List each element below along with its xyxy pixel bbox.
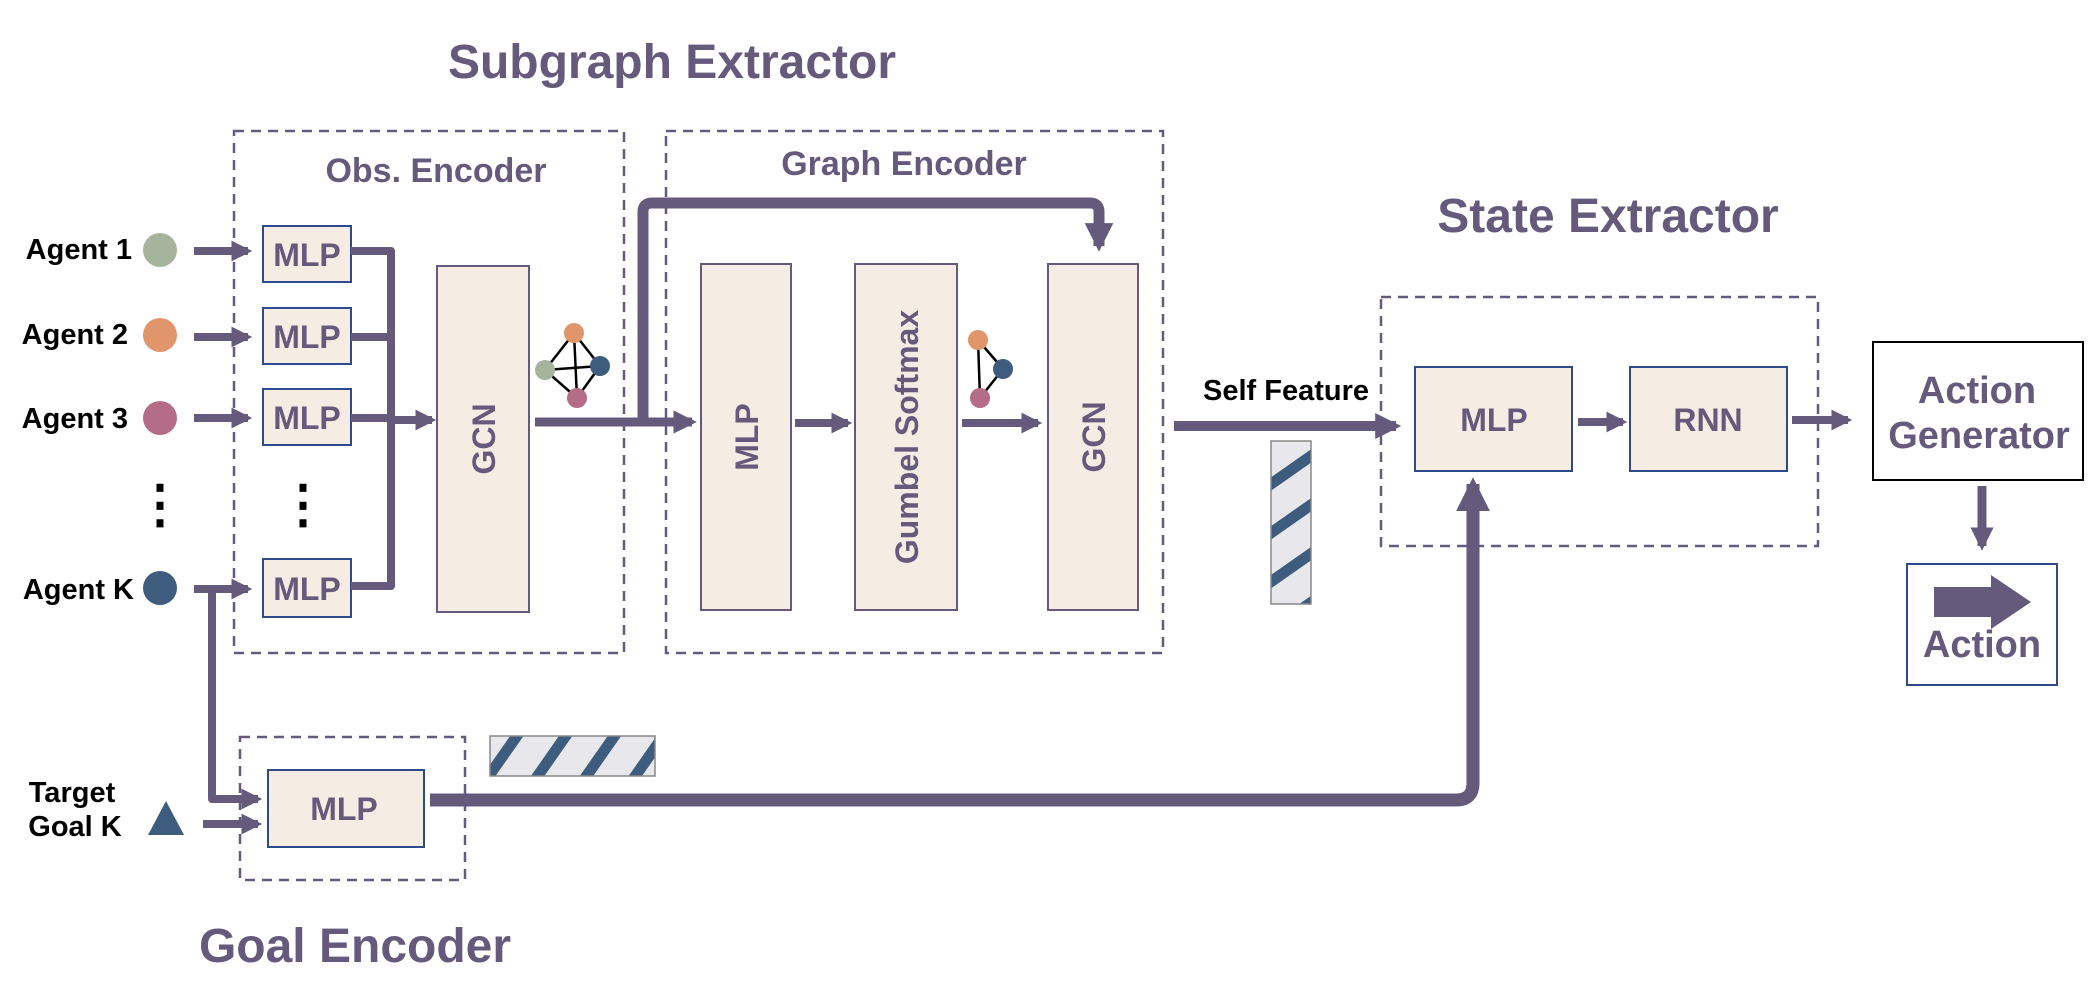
obs-mlp-1 <box>262 225 352 283</box>
agent-k-node-icon <box>143 571 177 605</box>
rnn-label: RNN <box>1673 402 1742 438</box>
rnn-block <box>1629 366 1788 472</box>
obs-encoder-panel <box>232 129 626 655</box>
state-extractor-title: State Extractor <box>1437 190 1778 243</box>
right-arrow-icon <box>1934 575 2031 629</box>
obs-mlp-3-label: MLP <box>273 400 341 436</box>
obs-mlp-merge-bus <box>351 247 395 590</box>
self-feature-vector-icon <box>1270 440 1312 605</box>
graph-encoder-panel <box>664 129 1165 655</box>
graph-encoder-label: Graph Encoder <box>781 145 1027 183</box>
agent-2-node-icon <box>143 318 177 352</box>
skip-connection-arrow <box>637 197 1114 422</box>
agent-1-label: Agent 1 <box>26 234 132 266</box>
state-mlp-block <box>1414 366 1573 472</box>
action-block <box>1906 563 2058 686</box>
goal-mlp-label: MLP <box>310 791 378 827</box>
agent-2-label: Agent 2 <box>22 319 128 351</box>
action-generator-label-line2: Generator <box>1888 415 2070 457</box>
graph-gcn-block <box>1047 263 1139 611</box>
gumbel-softmax-block <box>854 263 958 611</box>
agent-k-to-goal-mlp-arrow <box>208 589 263 810</box>
obs-mlp-ellipsis: ⋮ <box>277 476 329 534</box>
agent-1-node-icon <box>143 233 177 267</box>
obs-mlp-2-label: MLP <box>273 319 341 355</box>
subgraph-extractor-title: Subgraph Extractor <box>448 36 896 89</box>
obs-encoder-label: Obs. Encoder <box>325 152 546 190</box>
action-generator-label-line1: Action <box>1918 370 2036 412</box>
target-goal-label-line2: Goal K <box>28 811 122 843</box>
goal-encoder-title: Goal Encoder <box>199 920 511 973</box>
full-graph-icon <box>535 323 610 408</box>
agent-k-label: Agent K <box>23 574 134 606</box>
agents-ellipsis: ⋮ <box>134 476 186 534</box>
obs-gcn-block <box>436 265 530 613</box>
obs-mlp-2 <box>262 307 352 365</box>
goal-to-state-mlp-arrow <box>430 477 1490 807</box>
state-mlp-label: MLP <box>1460 402 1528 438</box>
graph-gcn-label: GCN <box>1076 401 1112 472</box>
gumbel-softmax-label: Gumbel Softmax <box>889 310 925 564</box>
obs-mlp-k-label: MLP <box>273 571 341 607</box>
graph-mlp-label: MLP <box>729 403 765 471</box>
obs-mlp-1-label: MLP <box>273 237 341 273</box>
goal-encoder-panel <box>238 735 467 882</box>
sparse-graph-icon <box>968 330 1013 408</box>
action-generator-block <box>1872 341 2084 481</box>
goal-mlp-block <box>267 769 425 848</box>
action-label: Action <box>1923 624 2041 666</box>
target-goal-triangle-icon <box>148 801 184 835</box>
goal-feature-vector-icon <box>489 735 656 777</box>
target-goal-label-line1: Target <box>29 777 116 809</box>
self-feature-label: Self Feature <box>1203 375 1369 407</box>
graph-mlp-block <box>700 263 792 611</box>
agent-3-label: Agent 3 <box>22 403 128 435</box>
obs-gcn-label: GCN <box>466 403 502 474</box>
agent-3-node-icon <box>143 401 177 435</box>
